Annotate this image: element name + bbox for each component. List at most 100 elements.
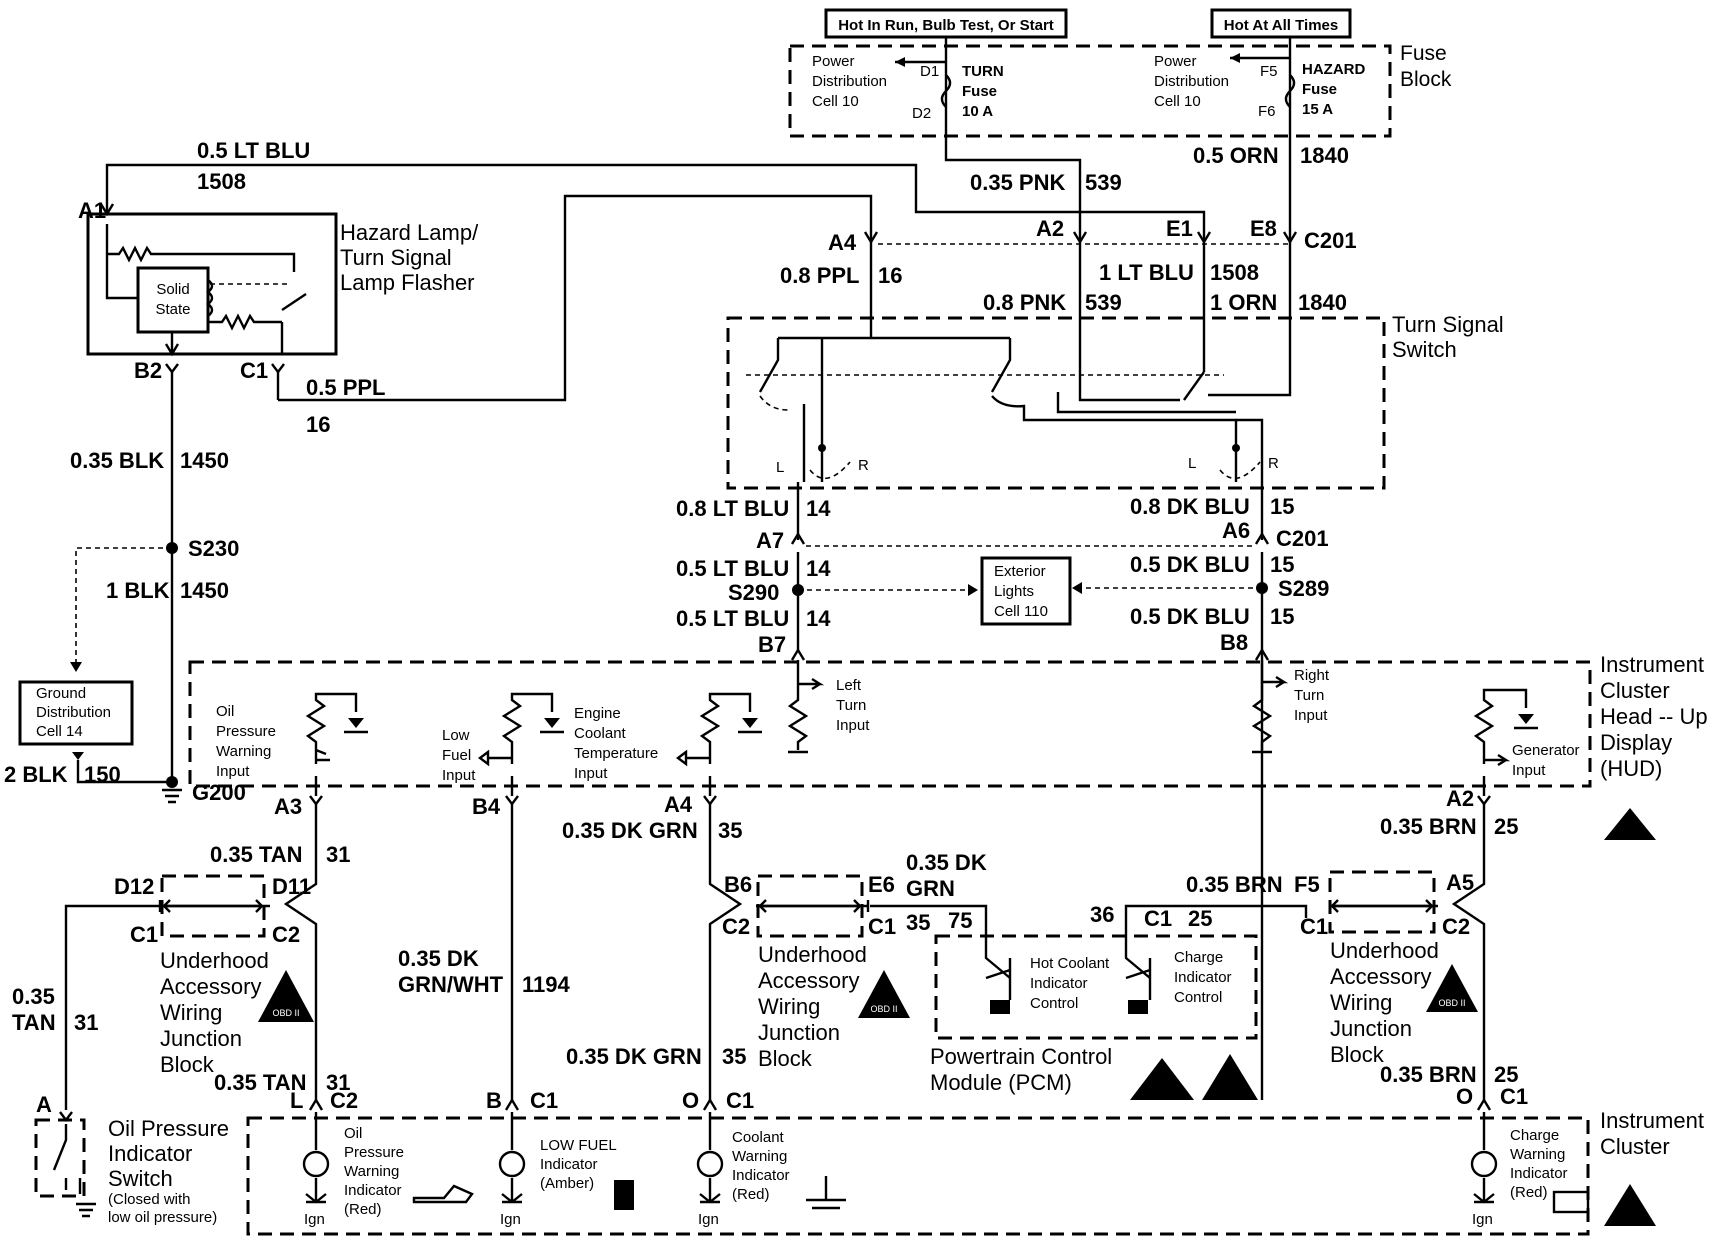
- wire-label: 0.35 BRN: [1186, 872, 1283, 897]
- pin-a6: A6: [1222, 518, 1250, 543]
- hud-pins: A3 B4 A4 A2 0.35 TAN 31 0.35 DK GRN 35 0…: [210, 786, 1518, 867]
- pin-f5: F5: [1294, 872, 1320, 897]
- circuit-label: 14: [806, 556, 831, 581]
- circuit-label: 14: [806, 606, 831, 631]
- circuit-label: 539: [1085, 290, 1122, 315]
- wire-label: 2 BLK: [4, 762, 68, 787]
- esd-icon: [1604, 1184, 1656, 1226]
- pin-e8: E8: [1250, 216, 1277, 241]
- pin-75: 75: [948, 908, 972, 933]
- pin-a5: A5: [1446, 870, 1474, 895]
- pin-c1: C1: [726, 1088, 754, 1113]
- pin-b2: B2: [134, 358, 162, 383]
- wire-label: 0.8 PNK: [983, 290, 1066, 315]
- obd-icon: [1202, 1054, 1258, 1100]
- pin-b7: B7: [758, 632, 786, 657]
- circuit-label: 15: [1270, 604, 1294, 629]
- pin-d2: D2: [912, 105, 931, 122]
- obd-icon: [1426, 964, 1478, 1012]
- esd-icon: [1604, 808, 1656, 840]
- wire-label: 0.8 DK BLU: [1130, 494, 1250, 519]
- pin-d1: D1: [920, 63, 939, 80]
- pin-o: O: [1456, 1084, 1473, 1109]
- pin-l: L: [290, 1088, 303, 1113]
- circuit-label: 15: [1270, 552, 1294, 577]
- wire-label: 0.35 PNK: [970, 170, 1065, 195]
- circuit-label: 1194: [522, 972, 570, 997]
- ign-label: Ign: [500, 1211, 521, 1228]
- obd-label: OBD II: [870, 1004, 897, 1014]
- circuit-label: 31: [326, 842, 350, 867]
- pin-b8: B8: [1220, 630, 1248, 655]
- circuit-label: 150: [84, 762, 121, 787]
- pin-a2: A2: [1446, 786, 1474, 811]
- pin-b6: B6: [724, 872, 752, 897]
- ground-g200: G200: [192, 780, 246, 805]
- circuit-label: 25: [1494, 1062, 1518, 1087]
- pin-c2: C2: [1442, 914, 1470, 939]
- pin-b: B: [486, 1088, 502, 1113]
- connector-c201: C201: [1304, 228, 1357, 253]
- pin-r: R: [1268, 455, 1279, 472]
- pin-c1: C1: [1144, 906, 1172, 931]
- circuit-label: 31: [74, 1010, 98, 1035]
- fuel-pump-icon: [614, 1180, 634, 1210]
- circuit-label: 1450: [180, 578, 229, 603]
- wire-label: 0.35 DK GRN: [562, 818, 698, 843]
- ign-label: Ign: [304, 1211, 325, 1228]
- splice-s230-label: S230: [188, 536, 239, 561]
- oil-can-icon: [412, 1184, 474, 1204]
- splice-s289-label: S289: [1278, 576, 1329, 601]
- circuit-label: 1508: [1210, 260, 1259, 285]
- pin-c2: C2: [722, 914, 750, 939]
- pin-c2: C2: [330, 1088, 358, 1113]
- obd-label: OBD II: [272, 1008, 299, 1018]
- c201-lower: 0.8 LT BLU 14 0.8 DK BLU 15 A7 A6 C201 0…: [676, 494, 1329, 661]
- pin-35: 35: [906, 910, 930, 935]
- pin-a4: A4: [664, 792, 693, 817]
- circuit-label: 16: [878, 263, 902, 288]
- obd-label: OBD II: [1438, 998, 1465, 1008]
- pin-a4: A4: [828, 230, 857, 255]
- pin-a1: A1: [78, 198, 106, 223]
- obd-icon: [258, 970, 314, 1022]
- connector-c201: C201: [1276, 526, 1329, 551]
- circuit-label: 1450: [180, 448, 229, 473]
- wire-label: 0.35 TAN: [210, 842, 303, 867]
- circuit-label: 539: [1085, 170, 1122, 195]
- circuit-label: 31: [326, 1070, 350, 1095]
- wire-label: 0.35 DK GRN: [566, 1044, 702, 1069]
- wire-label: 0.5 ORN: [1193, 143, 1279, 168]
- pin-r: R: [858, 457, 869, 474]
- pin-c1: C1: [240, 358, 268, 383]
- pin-c2: C2: [272, 922, 300, 947]
- circuit-label: 16: [306, 412, 330, 437]
- splice-s290-label: S290: [728, 580, 779, 605]
- wire-label: 0.35 TAN: [214, 1070, 307, 1095]
